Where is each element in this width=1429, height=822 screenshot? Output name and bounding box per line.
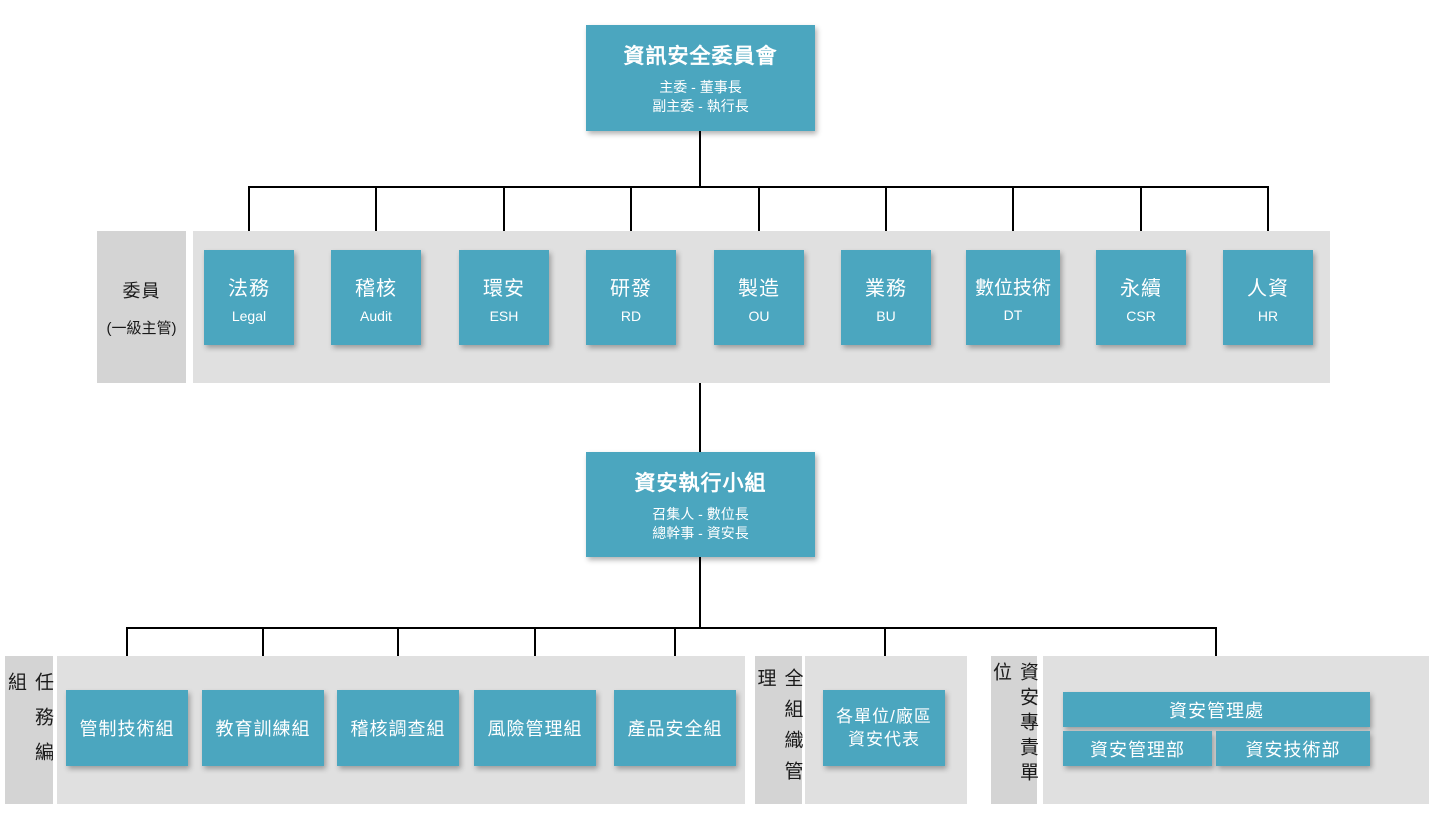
task-group-box-product-security: 產品安全組	[614, 690, 736, 766]
org-wide-label: 全組織管理	[755, 656, 803, 804]
unit-representatives-line2: 資安代表	[848, 730, 920, 749]
task-group-title: 教育訓練組	[215, 719, 311, 739]
member-subtitle: Audit	[360, 307, 392, 324]
task-group-title: 產品安全組	[627, 719, 723, 739]
member-title: 法務	[228, 277, 270, 300]
member-box-bu: 業務 BU	[841, 250, 931, 345]
task-group-title: 風險管理組	[487, 719, 583, 739]
member-box-csr: 永續 CSR	[1096, 250, 1186, 345]
task-group-title: 管制技術組	[79, 719, 175, 739]
member-subtitle: BU	[876, 307, 896, 324]
connector-line	[1012, 186, 1014, 250]
connector-line	[375, 186, 377, 250]
unit-representatives-line1: 各單位/廠區	[836, 707, 932, 726]
member-title: 稽核	[355, 277, 397, 300]
member-title: 業務	[865, 277, 907, 300]
connector-line	[503, 186, 505, 250]
info-security-committee-box: 資訊安全委員會 主委 - 董事長 副主委 - 執行長	[586, 25, 815, 131]
committee-title: 資訊安全委員會	[623, 45, 778, 68]
task-group-box-control-tech: 管制技術組	[66, 690, 188, 766]
connector-line	[758, 186, 760, 250]
member-title: 數位技術	[974, 277, 1051, 299]
member-subtitle: HR	[1257, 307, 1279, 324]
member-box-audit: 稽核 Audit	[331, 250, 421, 345]
division-title: 資安管理處	[1169, 700, 1264, 721]
member-box-hr: 人資 HR	[1223, 250, 1313, 345]
exec-team-secretary-line: 總幹事 - 資安長	[652, 524, 749, 541]
members-label-line1: 委員	[122, 280, 161, 301]
members-label-line2: (一級主管)	[106, 319, 177, 337]
member-box-legal: 法務 Legal	[204, 250, 294, 345]
member-subtitle: CSR	[1126, 307, 1156, 324]
department-title: 資安管理部	[1090, 739, 1185, 760]
member-box-ou: 製造 OU	[714, 250, 804, 345]
connector-line	[248, 186, 250, 250]
connector-line	[630, 186, 632, 250]
member-subtitle: DT	[1003, 306, 1023, 323]
dedicated-unit-label: 資安專責單位	[990, 656, 1038, 804]
task-group-title: 稽核調查組	[350, 719, 446, 739]
member-title: 人資	[1247, 277, 1289, 300]
member-subtitle: Legal	[231, 307, 267, 324]
security-management-dept-box: 資安管理部	[1063, 731, 1212, 766]
connector-line	[1140, 186, 1142, 250]
dedicated-unit-band	[1043, 656, 1429, 804]
security-technology-dept-box: 資安技術部	[1216, 731, 1370, 766]
member-subtitle: RD	[620, 307, 642, 324]
connector-line	[126, 627, 1217, 629]
connector-line	[699, 383, 701, 453]
exec-team-title: 資安執行小組	[634, 471, 767, 495]
committee-chair-line: 主委 - 董事長	[659, 79, 742, 95]
security-management-division-box: 資安管理處	[1063, 692, 1370, 727]
connector-line	[1267, 186, 1269, 250]
member-subtitle: ESH	[489, 307, 519, 324]
member-box-rd: 研發 RD	[586, 250, 676, 345]
member-title: 研發	[610, 277, 652, 300]
connector-line	[885, 186, 887, 250]
member-box-dt: 數位技術 DT	[966, 250, 1060, 345]
member-subtitle: OU	[748, 307, 770, 324]
committee-members-label: 委員 (一級主管)	[97, 231, 186, 383]
exec-team-box: 資安執行小組 召集人 - 數位長 總幹事 - 資安長	[586, 452, 815, 557]
task-group-box-audit-investigation: 稽核調查組	[337, 690, 459, 766]
member-title: 永續	[1120, 277, 1162, 300]
member-title: 製造	[738, 277, 780, 300]
committee-vice-chair-line: 副主委 - 執行長	[652, 98, 749, 114]
task-groups-label: 任務編組	[5, 656, 53, 804]
unit-representatives-box: 各單位/廠區 資安代表	[823, 690, 945, 766]
department-title: 資安技術部	[1245, 739, 1341, 760]
task-group-box-education: 教育訓練組	[202, 690, 324, 766]
task-group-box-risk-management: 風險管理組	[474, 690, 596, 766]
connector-line	[699, 131, 701, 188]
member-box-esh: 環安 ESH	[459, 250, 549, 345]
connector-line	[699, 557, 701, 628]
member-title: 環安	[483, 277, 525, 300]
exec-team-convener-line: 召集人 - 數位長	[652, 505, 749, 522]
